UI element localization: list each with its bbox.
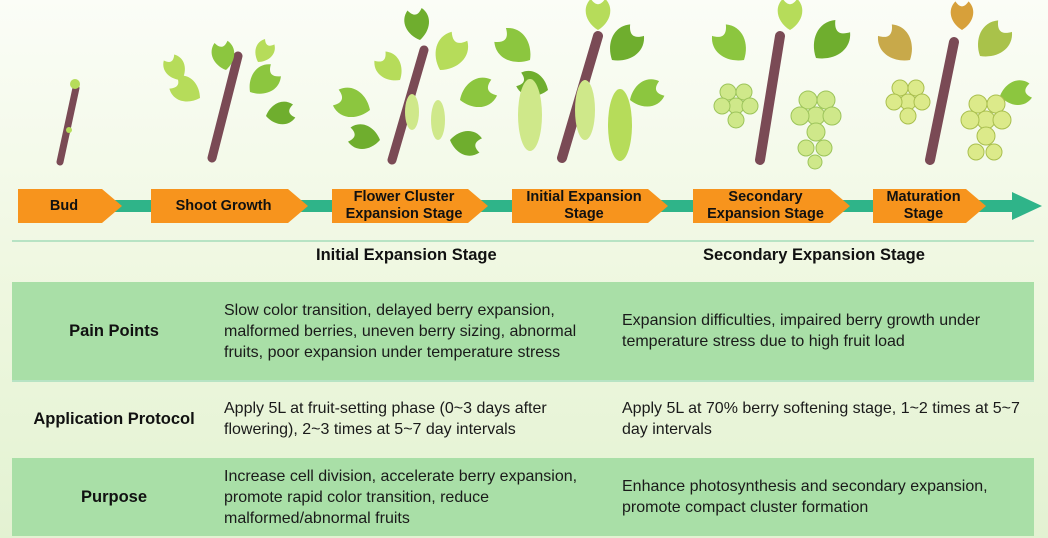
table-row-purpose: Purpose Increase cell division, accelera…	[12, 458, 1034, 536]
cell-initial: Apply 5L at fruit-setting phase (0~3 day…	[224, 400, 547, 438]
timeline-connector	[480, 200, 520, 212]
table-top-divider	[12, 240, 1034, 242]
row-label: Purpose	[80, 487, 148, 506]
timeline-connector	[842, 200, 882, 212]
stage-bud: Bud	[18, 189, 122, 223]
row-label: Pain Points	[69, 321, 159, 340]
stage-flower-cluster-expansion: Flower Cluster Expansion Stage	[332, 189, 488, 223]
plant-secondary-expansion	[707, 0, 856, 170]
stage-shoot-growth: Shoot Growth	[151, 189, 308, 223]
timeline-connector	[300, 200, 340, 212]
timeline-connector	[114, 200, 158, 212]
growth-illustrations	[56, 0, 1033, 170]
table-row-pain-points: Pain Points Slow color transition, delay…	[12, 282, 1034, 380]
column-header-initial: Initial Expansion Stage	[316, 246, 497, 264]
row-divider	[12, 380, 1034, 382]
plant-maturation	[873, 1, 1033, 165]
plant-bud	[56, 79, 80, 166]
stage-secondary-expansion: Secondary Expansion Stage	[693, 189, 850, 223]
plant-shoot-growth	[160, 37, 297, 163]
plant-initial-expansion	[490, 0, 667, 163]
cell-secondary: Apply 5L at 70% berry softening stage, 1…	[622, 400, 1020, 438]
stage-initial-expansion: Initial Expansion Stage	[512, 189, 668, 223]
row-label: Application Protocol	[33, 409, 195, 428]
cell-initial: Increase cell division, accelerate berry…	[224, 467, 578, 527]
plant-flower-cluster	[330, 7, 500, 165]
cell-secondary: Enhance photosynthesis and secondary exp…	[622, 478, 988, 516]
timeline-connector	[660, 200, 700, 212]
timeline-arrow-head	[1012, 192, 1042, 220]
cell-initial: Slow color transition, delayed berry exp…	[224, 301, 577, 361]
table-row-application-protocol: Application Protocol Apply 5L at fruit-s…	[12, 382, 1034, 456]
table-header-row: Initial Expansion Stage Secondary Expans…	[0, 240, 1048, 280]
stage-maturation: Maturation Stage	[873, 189, 986, 223]
column-header-secondary: Secondary Expansion Stage	[703, 246, 925, 264]
cell-secondary: Expansion difficulties, impaired berry g…	[622, 312, 981, 350]
timeline-connector	[978, 200, 1014, 212]
growth-timeline: Bud Shoot Growth Flower Cluster Expansio…	[0, 186, 1048, 226]
